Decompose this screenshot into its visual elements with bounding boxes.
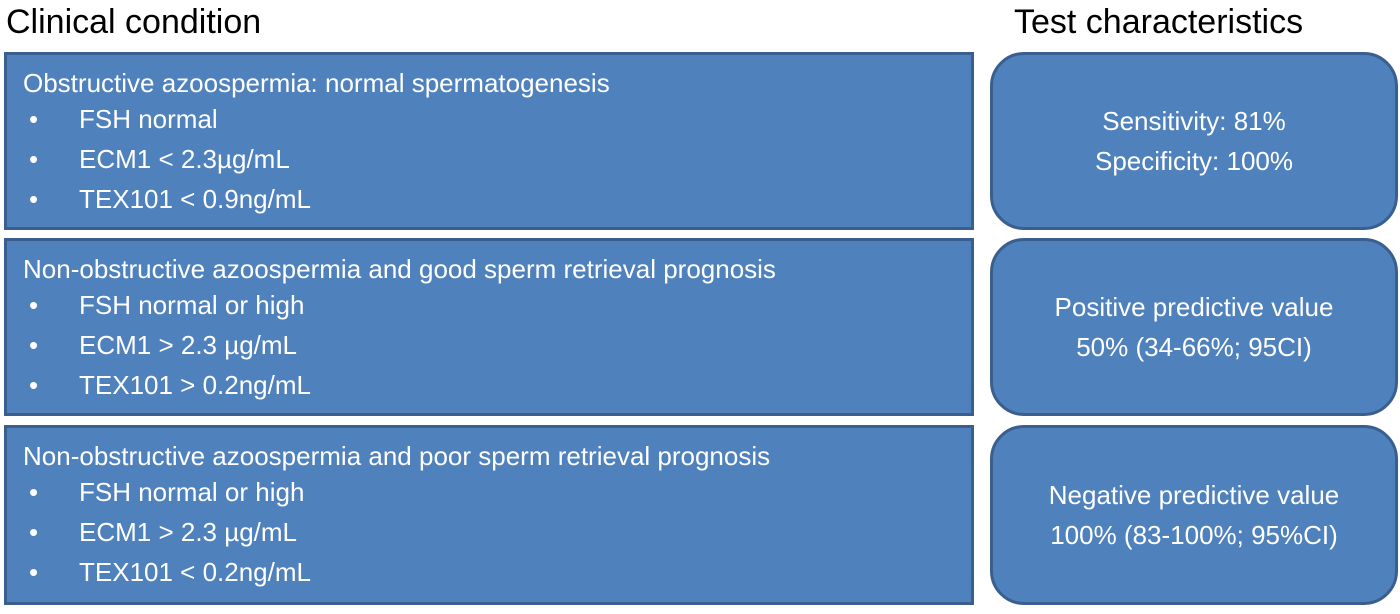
clinical-condition-header: Clinical condition: [6, 3, 262, 41]
condition-bullet-text: FSH normal or high: [79, 290, 305, 320]
condition-bullet-text: ECM1 > 2.3 µg/mL: [79, 330, 298, 360]
condition-bullet-item: • ECM1 > 2.3 µg/mL: [23, 512, 971, 552]
bullet-icon: •: [29, 184, 39, 214]
condition-box-nonobstructive-good: Non-obstructive azoospermia and good spe…: [4, 238, 974, 416]
condition-bullet-text: FSH normal or high: [79, 477, 305, 507]
bullet-icon: •: [29, 477, 39, 507]
test-box-sensitivity-specificity: Sensitivity: 81% Specificity: 100%: [990, 52, 1398, 230]
bullet-icon: •: [29, 290, 39, 320]
condition-bullet-text: ECM1 > 2.3 µg/mL: [79, 517, 298, 547]
condition-title: Non-obstructive azoospermia and poor spe…: [23, 441, 771, 471]
condition-bullet-text: FSH normal: [79, 104, 218, 134]
condition-bullet-item: • TEX101 < 0.9ng/mL: [23, 179, 971, 219]
condition-bullet-item: • FSH normal or high: [23, 285, 971, 325]
bullet-icon: •: [29, 557, 39, 587]
test-line: Positive predictive value: [1054, 292, 1334, 322]
test-box-negative-predictive-value: Negative predictive value 100% (83-100%;…: [990, 425, 1398, 605]
condition-bullet-item: • TEX101 < 0.2ng/mL: [23, 552, 971, 592]
test-line: Specificity: 100%: [1095, 146, 1293, 176]
bullet-icon: •: [29, 517, 39, 547]
bullet-icon: •: [29, 330, 39, 360]
test-characteristics-header: Test characteristics: [1014, 3, 1304, 41]
test-box-positive-predictive-value: Positive predictive value 50% (34-66%; 9…: [990, 238, 1398, 416]
test-line: Negative predictive value: [1048, 480, 1340, 510]
bullet-icon: •: [29, 104, 39, 134]
condition-bullet-item: • FSH normal: [23, 99, 971, 139]
bullet-icon: •: [29, 144, 39, 174]
bullet-icon: •: [29, 370, 39, 400]
condition-bullet-item: • TEX101 > 0.2ng/mL: [23, 365, 971, 405]
condition-bullet-text: TEX101 > 0.2ng/mL: [79, 370, 311, 400]
condition-bullet-text: ECM1 < 2.3µg/mL: [79, 144, 290, 174]
condition-bullet-text: TEX101 < 0.9ng/mL: [79, 184, 311, 214]
condition-bullet-item: • ECM1 > 2.3 µg/mL: [23, 325, 971, 365]
test-line: 50% (34-66%; 95CI): [1076, 332, 1312, 362]
condition-title: Obstructive azoospermia: normal spermato…: [23, 68, 610, 98]
condition-bullet-item: • FSH normal or high: [23, 472, 971, 512]
condition-bullet-text: TEX101 < 0.2ng/mL: [79, 557, 311, 587]
condition-box-nonobstructive-poor: Non-obstructive azoospermia and poor spe…: [4, 425, 974, 605]
condition-title: Non-obstructive azoospermia and good spe…: [23, 254, 776, 284]
test-line: Sensitivity: 81%: [1102, 106, 1286, 136]
test-line: 100% (83-100%; 95%CI): [1050, 520, 1338, 550]
condition-box-obstructive: Obstructive azoospermia: normal spermato…: [4, 52, 974, 230]
condition-bullet-item: • ECM1 < 2.3µg/mL: [23, 139, 971, 179]
